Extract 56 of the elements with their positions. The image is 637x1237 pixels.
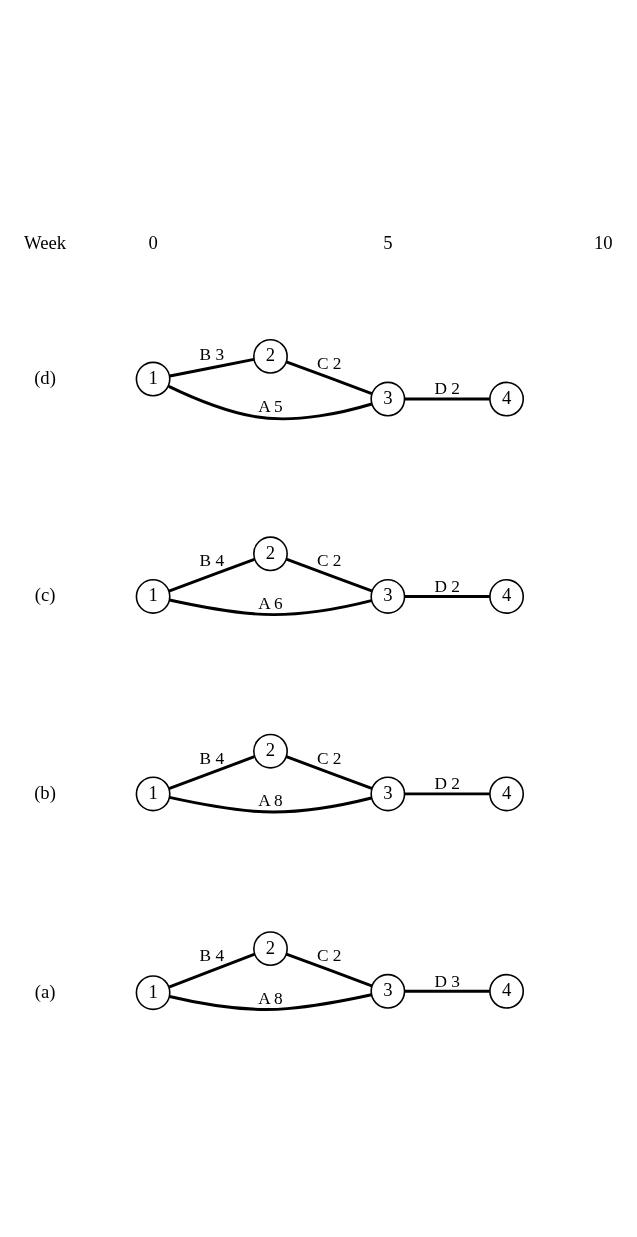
edge-label: B 4 — [199, 551, 225, 571]
node-circle: 4 — [489, 579, 525, 614]
connector — [285, 755, 373, 790]
edge-label: B 4 — [199, 748, 225, 768]
connector — [169, 795, 372, 814]
edge-label: B 4 — [199, 946, 225, 966]
edge-label: A 6 — [258, 594, 283, 614]
label: (c) — [34, 584, 56, 606]
node-circle: 4 — [489, 776, 525, 812]
connector — [169, 357, 255, 378]
node-circle: 2 — [253, 931, 288, 967]
node-circle: 2 — [253, 338, 288, 374]
node-circle: 1 — [135, 975, 171, 1011]
edge-label: D 2 — [434, 379, 460, 399]
node-circle: 3 — [370, 381, 406, 417]
connector — [169, 993, 372, 1011]
edge-label: A 8 — [258, 988, 283, 1008]
connector — [404, 989, 490, 993]
edge-label: B 3 — [199, 344, 225, 364]
node-circle: 3 — [370, 776, 406, 812]
edge-label: D 2 — [434, 576, 460, 596]
connector — [285, 952, 373, 988]
label: 10 — [593, 232, 613, 254]
label: (b) — [34, 781, 56, 803]
node-circle: 1 — [135, 579, 171, 614]
connector — [285, 557, 373, 593]
connector — [168, 385, 373, 421]
edge-label: C 2 — [316, 551, 342, 571]
edge-label: D 3 — [434, 971, 460, 991]
edge-label: A 8 — [258, 791, 283, 811]
connector — [168, 952, 256, 989]
connector — [169, 598, 372, 617]
edge-label: A 5 — [258, 396, 283, 416]
label: (a) — [34, 980, 56, 1002]
node-circle: 3 — [370, 973, 406, 1009]
label: 0 — [148, 232, 158, 254]
connector — [168, 557, 255, 593]
connector — [168, 755, 255, 790]
node-circle: 1 — [135, 361, 171, 397]
node-circle: 2 — [253, 536, 288, 572]
connector — [404, 792, 490, 796]
label: Week — [24, 232, 67, 254]
label: 5 — [383, 232, 393, 254]
connector — [404, 595, 490, 598]
edge-label: C 2 — [316, 946, 342, 966]
node-circle: 4 — [489, 973, 525, 1009]
label: (d) — [34, 367, 56, 388]
node-circle: 3 — [370, 579, 406, 614]
node-circle: 2 — [253, 733, 288, 769]
node-circle: 4 — [489, 381, 525, 417]
edge-label: C 2 — [316, 748, 342, 768]
connector — [285, 360, 373, 395]
connector — [404, 397, 490, 401]
edge-label: C 2 — [316, 353, 342, 373]
edge-label: D 2 — [434, 774, 460, 794]
node-circle: 1 — [135, 776, 171, 812]
